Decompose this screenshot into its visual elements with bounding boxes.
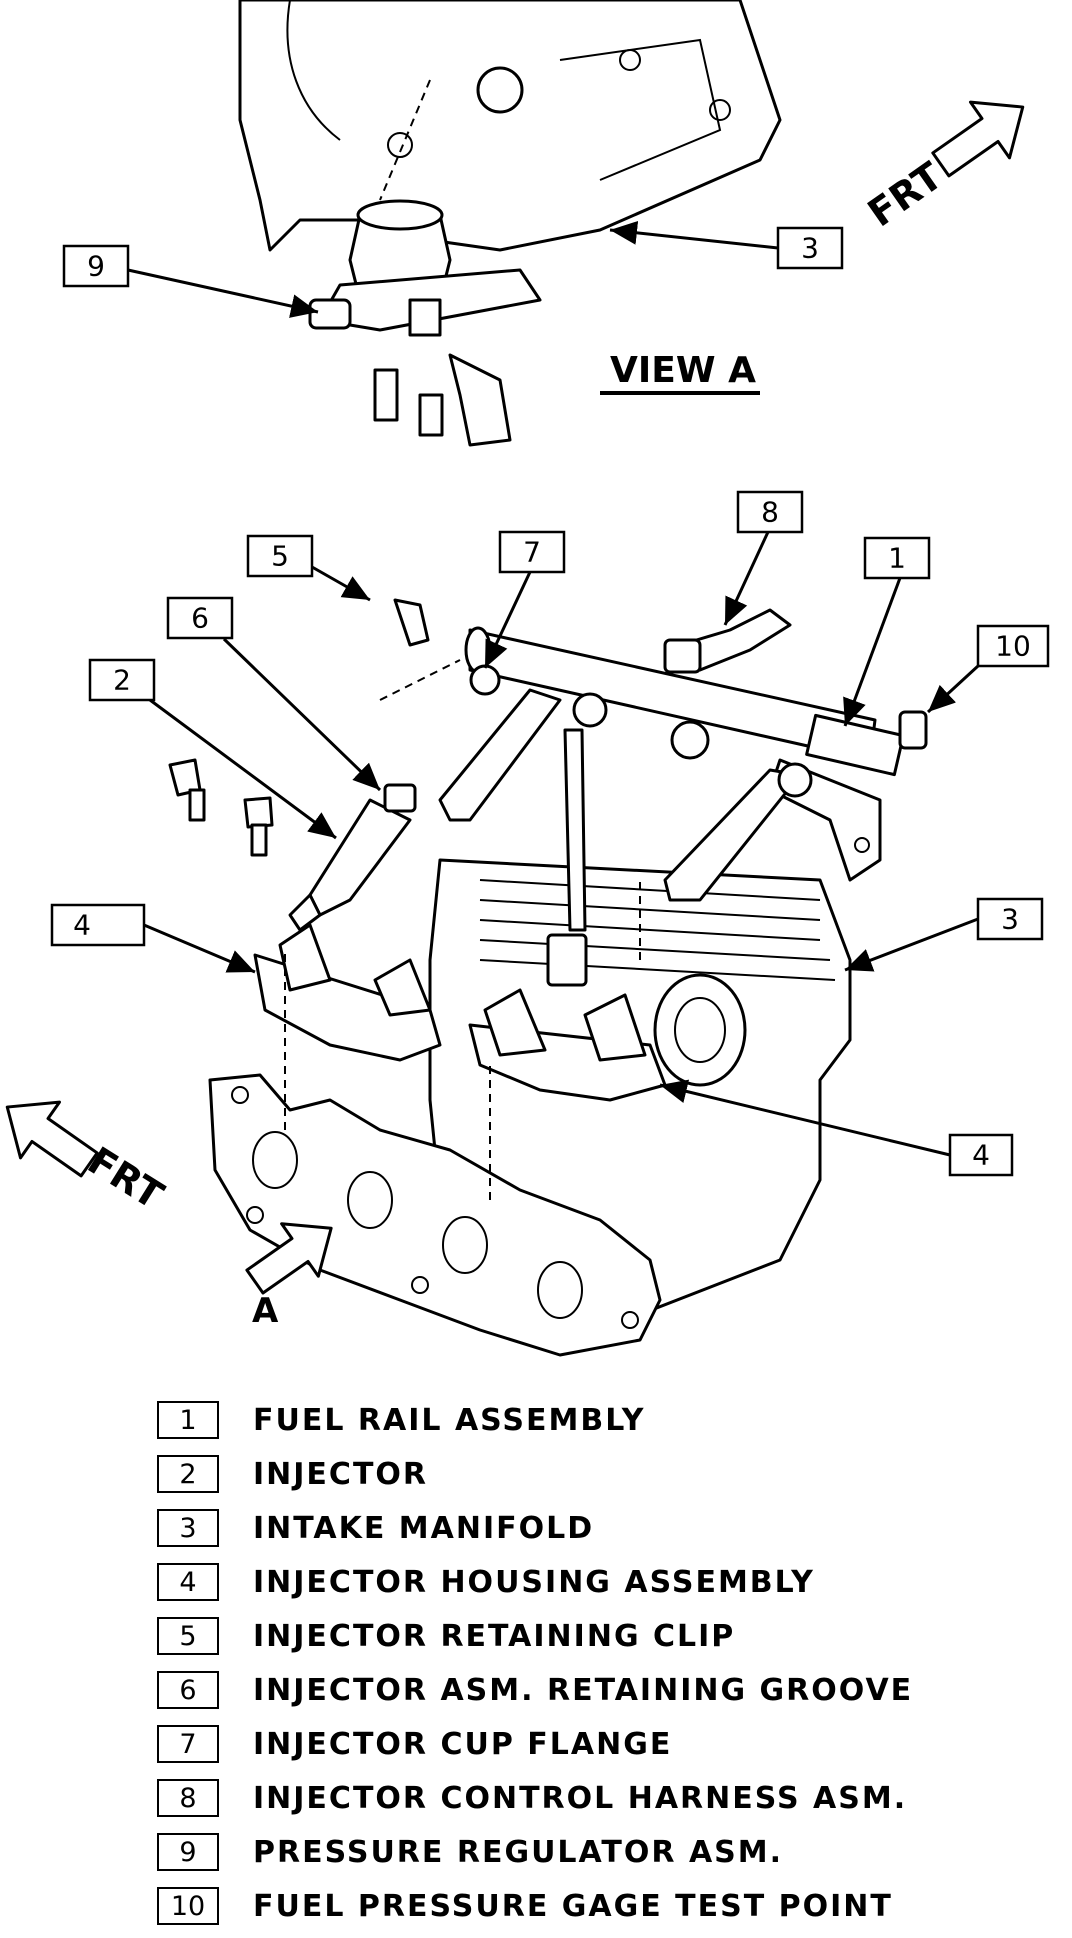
fuel-rail [438, 626, 928, 987]
legend-number: 10 [157, 1887, 219, 1925]
callout-5: 5 [271, 540, 289, 573]
legend-item: 3 INTAKE MANIFOLD [157, 1506, 1017, 1550]
legend-number: 1 [157, 1401, 219, 1439]
legend-label: FUEL PRESSURE GAGE TEST POINT [253, 1888, 893, 1924]
retaining-clip [393, 598, 430, 647]
legend-label: INJECTOR ASM. RETAINING GROOVE [253, 1672, 914, 1708]
callout-7: 7 [523, 536, 541, 569]
callout-1: 1 [888, 542, 906, 575]
injector [288, 783, 417, 932]
frt-arrow-icon-left [5, 1100, 99, 1178]
main-illustration [168, 598, 928, 1357]
legend-number: 8 [157, 1779, 219, 1817]
callout-4-left: 4 [73, 909, 91, 942]
harness-connector [663, 608, 792, 674]
view-a-manifold [238, 0, 782, 252]
legend-label: FUEL RAIL ASSEMBLY [253, 1402, 646, 1438]
legend-item: 9 PRESSURE REGULATOR ASM. [157, 1830, 1017, 1874]
legend-label: INTAKE MANIFOLD [253, 1510, 595, 1546]
view-a-arrow-icon [245, 1222, 333, 1295]
legend-number: 4 [157, 1563, 219, 1601]
main-bolts [168, 758, 274, 857]
legend-label: INJECTOR RETAINING CLIP [253, 1618, 736, 1654]
legend-item: 4 INJECTOR HOUSING ASSEMBLY [157, 1560, 1017, 1604]
legend-number: 9 [157, 1833, 219, 1871]
legend: 1 FUEL RAIL ASSEMBLY 2 INJECTOR 3 INTAKE MANI… [157, 1398, 1017, 1938]
callout-4-right: 4 [972, 1139, 990, 1172]
legend-label: INJECTOR HOUSING ASSEMBLY [253, 1564, 815, 1600]
legend-number: 2 [157, 1455, 219, 1493]
view-a-title: VIEW A [610, 350, 756, 391]
frt-label-top: FRT [860, 154, 950, 236]
pressure-regulator [308, 199, 542, 337]
view-a-bolts [373, 353, 512, 447]
legend-item: 1 FUEL RAIL ASSEMBLY [157, 1398, 1017, 1442]
legend-item: 5 INJECTOR RETAINING CLIP [157, 1614, 1017, 1658]
legend-item: 6 INJECTOR ASM. RETAINING GROOVE [157, 1668, 1017, 1712]
legend-number: 7 [157, 1725, 219, 1763]
legend-label: INJECTOR CONTROL HARNESS ASM. [253, 1780, 908, 1816]
legend-item: 10 FUEL PRESSURE GAGE TEST POINT [157, 1884, 1017, 1928]
view-a-illustration [238, 0, 782, 447]
legend-item: 7 INJECTOR CUP FLANGE [157, 1722, 1017, 1766]
callout-8: 8 [761, 496, 779, 529]
legend-number: 6 [157, 1671, 219, 1709]
legend-label: INJECTOR [253, 1456, 429, 1492]
callout-3-main: 3 [1001, 903, 1019, 936]
callout-10: 10 [995, 630, 1031, 663]
view-a-arrow-label: A [252, 1291, 279, 1331]
callout-3-view-a: 3 [801, 232, 819, 265]
legend-item: 2 INJECTOR [157, 1452, 1017, 1496]
callout-6: 6 [191, 602, 209, 635]
legend-label: PRESSURE REGULATOR ASM. [253, 1834, 784, 1870]
legend-item: 8 INJECTOR CONTROL HARNESS ASM. [157, 1776, 1017, 1820]
legend-number: 3 [157, 1509, 219, 1547]
callout-2: 2 [113, 664, 131, 697]
legend-number: 5 [157, 1617, 219, 1655]
frt-arrow-icon-top [931, 100, 1025, 178]
legend-label: INJECTOR CUP FLANGE [253, 1726, 673, 1762]
callout-9: 9 [87, 250, 105, 283]
